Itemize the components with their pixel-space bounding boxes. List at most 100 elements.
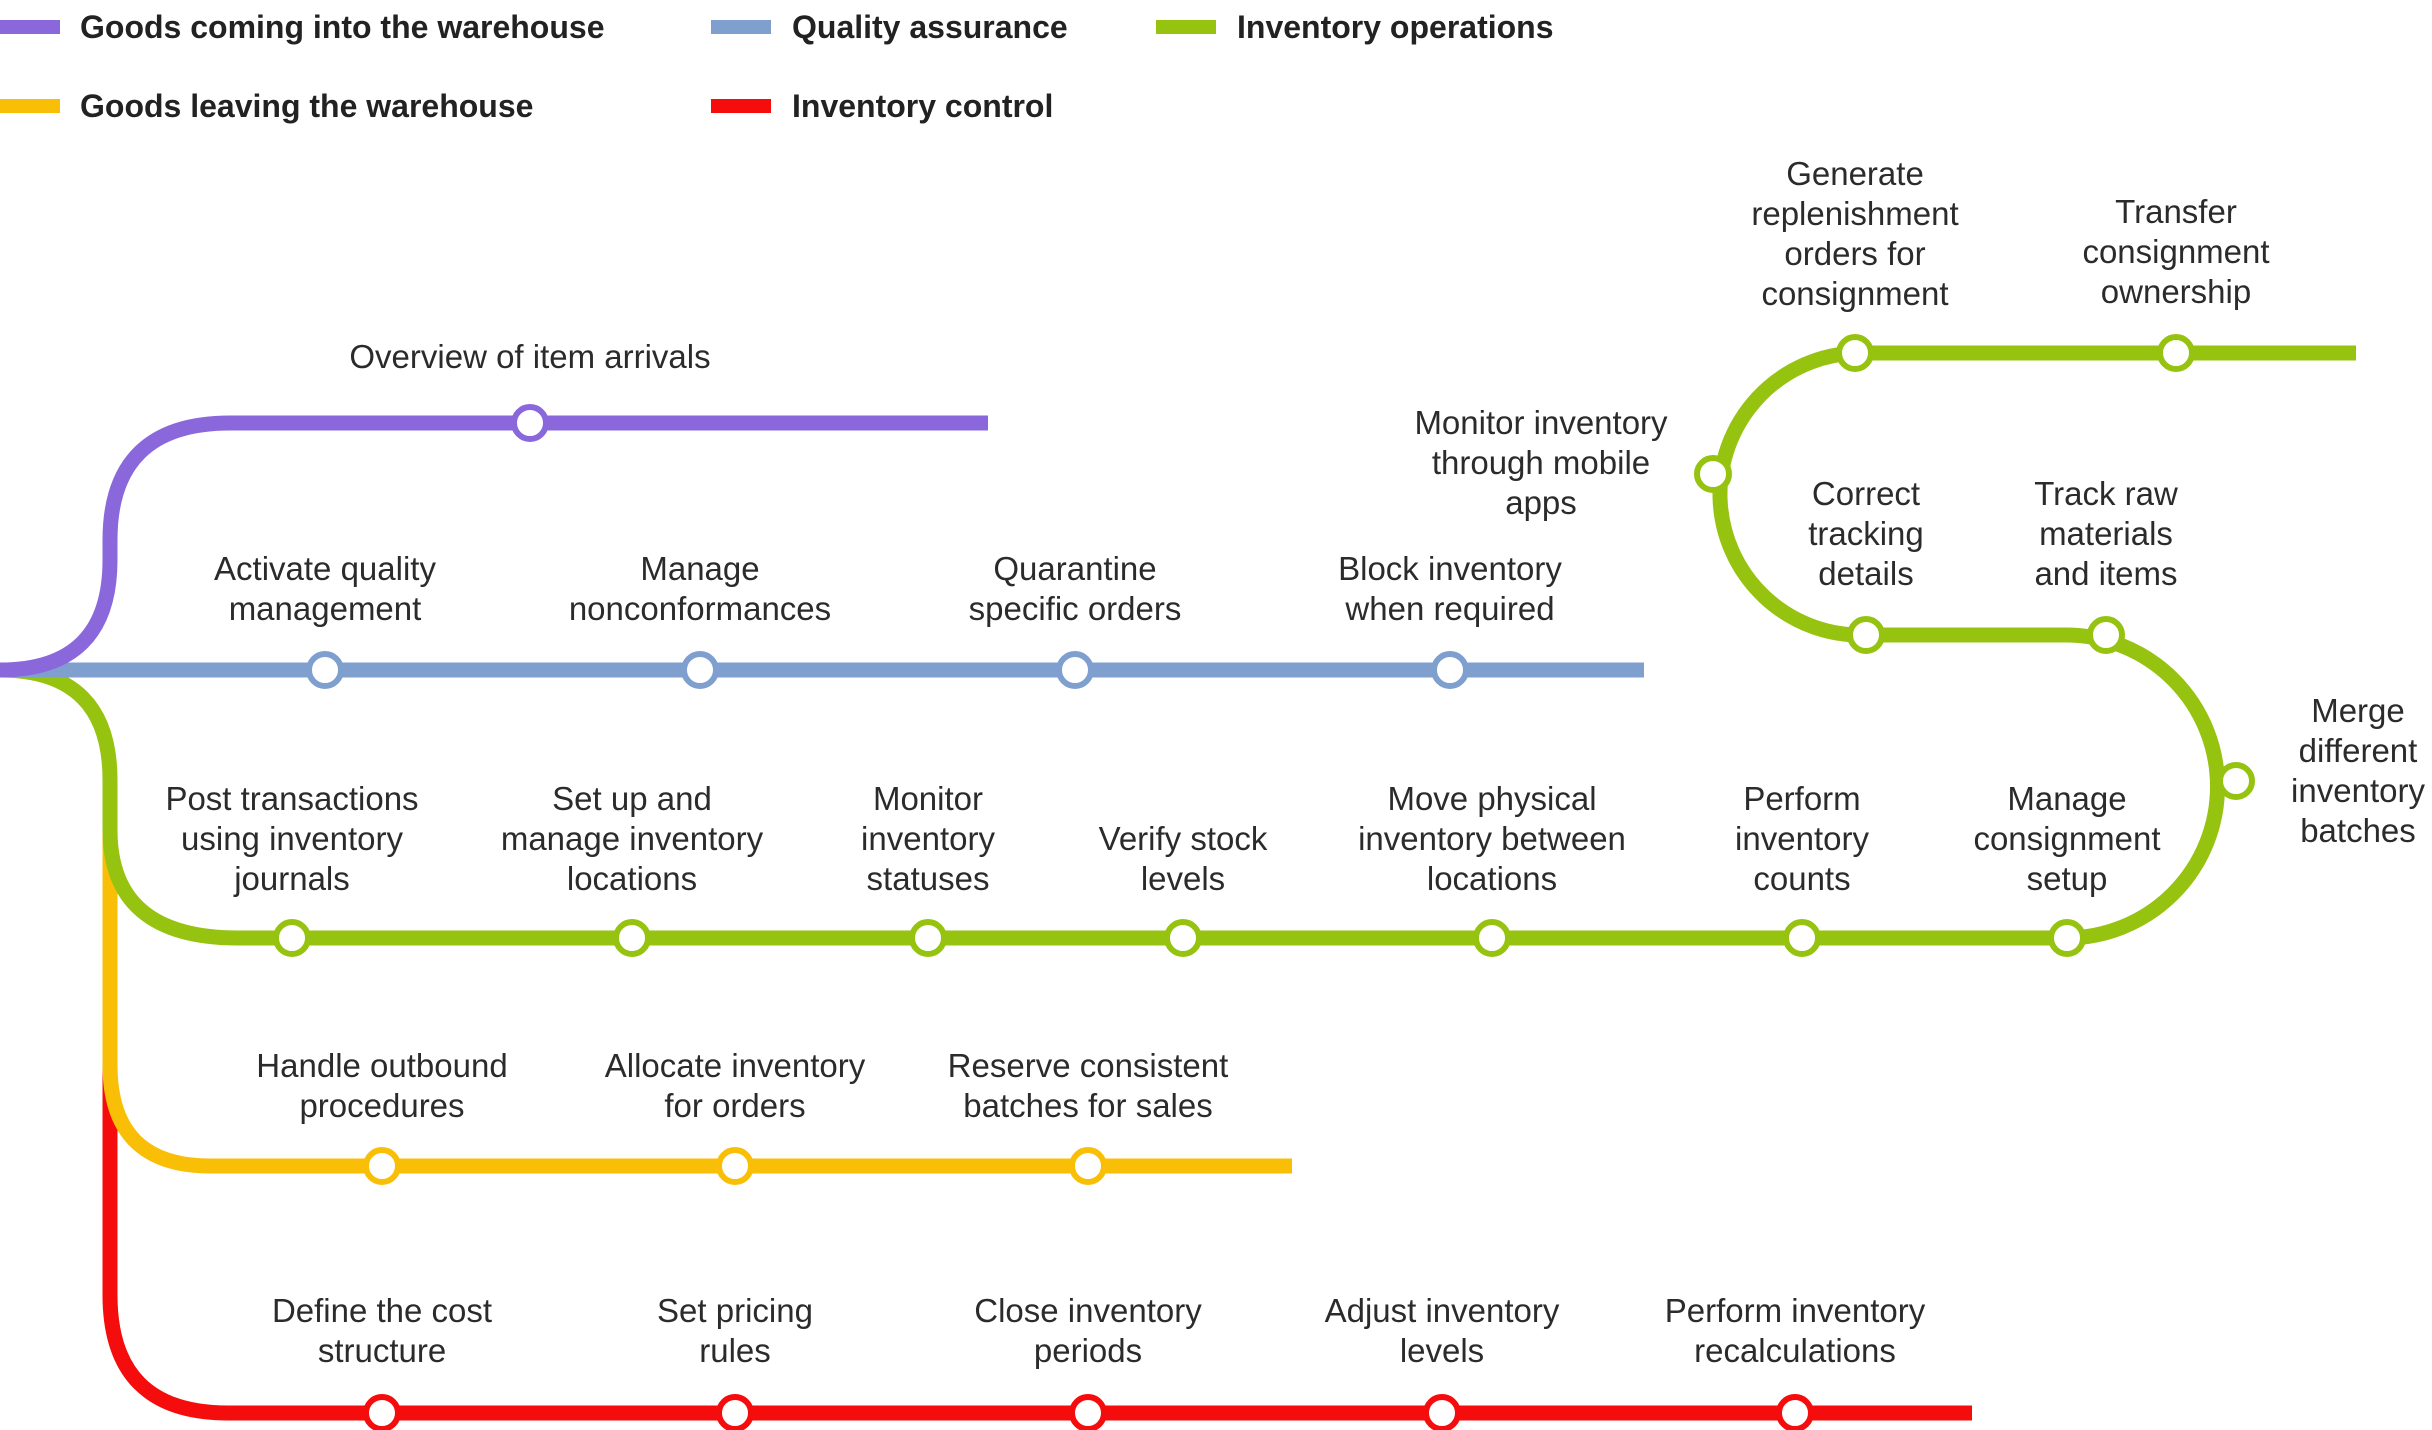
- station-marker: [2217, 762, 2255, 800]
- station-label-line: rules: [699, 1332, 771, 1369]
- station-label-line: inventory: [861, 820, 995, 857]
- legend-item-control: Inventory control: [711, 88, 1053, 124]
- station-label-line: locations: [567, 860, 697, 897]
- legend-label-incoming: Goods coming into the warehouse: [80, 9, 604, 45]
- station-label-line: Generate: [1786, 155, 1924, 192]
- legend-swatch-operations: [1156, 20, 1216, 34]
- station-label-line: counts: [1753, 860, 1850, 897]
- station-label-line: Merge: [2311, 692, 2405, 729]
- station-label-line: Manage: [2007, 780, 2126, 817]
- station-label-line: inventory: [1735, 820, 1869, 857]
- station-label-line: when required: [1344, 590, 1554, 627]
- station-label-line: through mobile: [1432, 444, 1650, 481]
- station-marker: [363, 1147, 401, 1185]
- station-label-line: batches: [2300, 812, 2416, 849]
- station-label-line: Block inventory: [1338, 550, 1562, 587]
- station-marker: [909, 919, 947, 957]
- station-label-line: Correct: [1812, 475, 1920, 512]
- station-label-line: recalculations: [1694, 1332, 1896, 1369]
- station-label-line: Perform: [1743, 780, 1860, 817]
- station-label-line: Activate quality: [214, 550, 436, 587]
- legend-swatch-leaving: [0, 99, 60, 113]
- legend-swatch-quality: [711, 20, 771, 34]
- station-label-line: setup: [2027, 860, 2108, 897]
- station-label-line: replenishment: [1751, 195, 1958, 232]
- station-marker: [306, 651, 344, 689]
- station-marker: [1069, 1147, 1107, 1185]
- station-label-line: apps: [1505, 484, 1577, 521]
- legend-label-control: Inventory control: [792, 88, 1053, 124]
- station-label-line: ownership: [2101, 273, 2251, 310]
- station-label-line: Adjust inventory: [1325, 1292, 1560, 1329]
- station-label-line: procedures: [299, 1087, 464, 1124]
- station-label-line: inventory between: [1358, 820, 1626, 857]
- station-label-line: and items: [2034, 555, 2177, 592]
- station-marker: [681, 651, 719, 689]
- station-label-line: materials: [2039, 515, 2173, 552]
- legend-label-quality: Quality assurance: [792, 9, 1068, 45]
- station-label-line: Allocate inventory: [605, 1047, 866, 1084]
- station-marker: [2157, 334, 2195, 372]
- legend-item-leaving: Goods leaving the warehouse: [0, 88, 533, 124]
- station-marker: [1164, 919, 1202, 957]
- legend-label-operations: Inventory operations: [1237, 9, 1554, 45]
- station-label-line: levels: [1141, 860, 1225, 897]
- station-marker: [613, 919, 651, 957]
- station-label-line: manage inventory: [501, 820, 764, 857]
- station-marker: [1423, 1394, 1461, 1430]
- legend-swatch-incoming: [0, 20, 60, 34]
- station-marker: [1069, 1394, 1107, 1430]
- station-label-line: orders for: [1784, 235, 1925, 272]
- station-incoming-1: Overview of item arrivals: [349, 338, 711, 442]
- station-label-line: Set pricing: [657, 1292, 813, 1329]
- station-marker: [716, 1147, 754, 1185]
- station-label-line: Manage: [640, 550, 759, 587]
- station-marker: [1694, 455, 1732, 493]
- legend-label-leaving: Goods leaving the warehouse: [80, 88, 533, 124]
- station-marker: [2087, 616, 2125, 654]
- station-label-line: Perform inventory: [1665, 1292, 1926, 1329]
- station-label-line: journals: [233, 860, 350, 897]
- station-label-line: batches for sales: [963, 1087, 1212, 1124]
- station-marker: [363, 1394, 401, 1430]
- lines: [0, 345, 2356, 1421]
- station-marker: [1776, 1394, 1814, 1430]
- station-label-line: tracking: [1808, 515, 1924, 552]
- station-label-line: Track raw: [2034, 475, 2178, 512]
- station-label-line: management: [229, 590, 422, 627]
- station-marker: [2048, 919, 2086, 957]
- station-marker: [1473, 919, 1511, 957]
- legend-item-quality: Quality assurance: [711, 9, 1068, 45]
- station-label-line: consignment: [2082, 233, 2269, 270]
- station-label-line: using inventory: [181, 820, 403, 857]
- station-label-line: Define the cost: [272, 1292, 492, 1329]
